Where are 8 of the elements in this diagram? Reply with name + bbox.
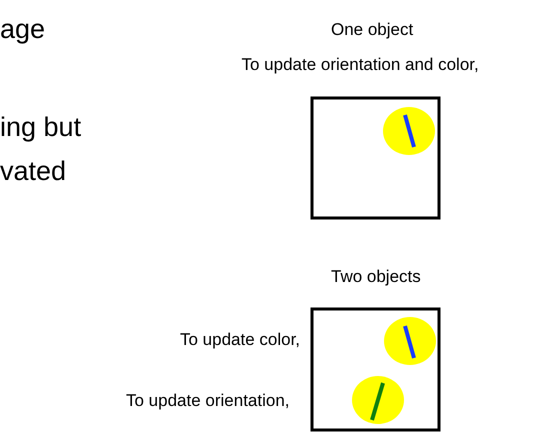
caption-text: To update orientation and color,	[242, 55, 479, 75]
body-text: vated	[0, 156, 66, 188]
caption-text: One object	[331, 20, 414, 40]
caption-text: To update orientation,	[126, 391, 290, 411]
heading-text: age	[0, 14, 46, 46]
caption-text: To update color,	[180, 330, 300, 350]
caption-text: Two objects	[331, 267, 421, 287]
body-text: ing but	[0, 112, 82, 144]
